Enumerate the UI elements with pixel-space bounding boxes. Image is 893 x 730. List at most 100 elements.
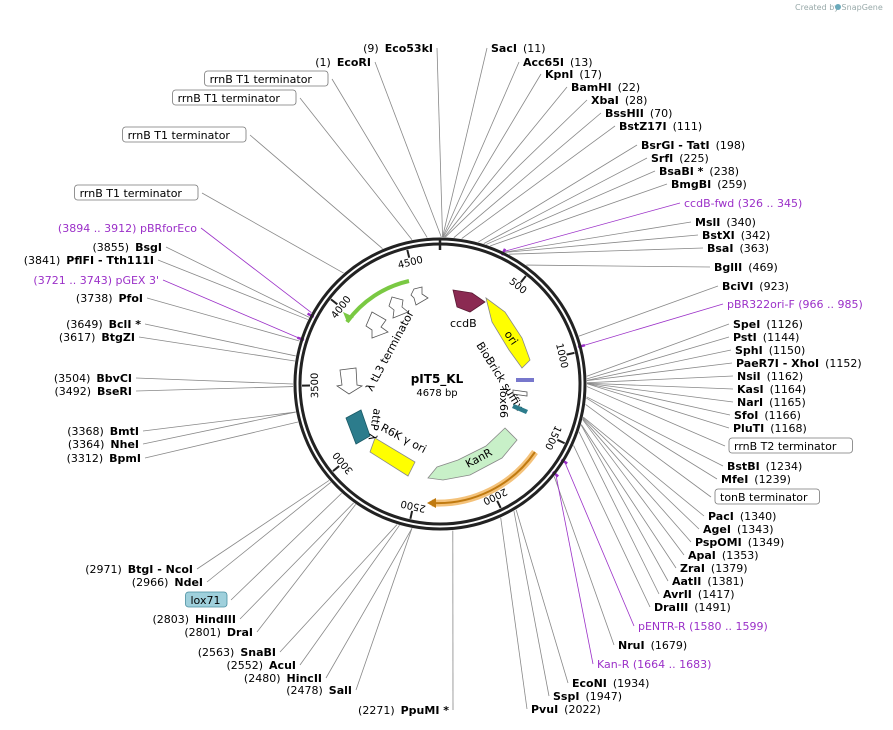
restriction-site-label[interactable]: MslI(340)	[695, 216, 756, 229]
restriction-site-label[interactable]: (2552)AcuI	[226, 659, 296, 672]
enzyme-name: SnaBI	[240, 646, 276, 659]
restriction-site-label[interactable]: (3492)BseRI	[54, 385, 132, 398]
primer-label[interactable]: pENTR-R (1580 .. 1599)	[638, 620, 768, 633]
restriction-site-label[interactable]: DraIII(1491)	[654, 601, 731, 614]
feature-label[interactable]: rrnB T1 terminator	[178, 92, 281, 105]
restriction-site-label[interactable]: BamHI(22)	[571, 81, 640, 94]
restriction-site-label[interactable]: AvrII(1417)	[663, 588, 734, 601]
leader-line	[586, 362, 733, 382]
site-position: (1381)	[707, 575, 744, 588]
restriction-site-label[interactable]: ApaI(1353)	[688, 549, 758, 562]
restriction-site-label[interactable]: (2271)PpuMI *	[358, 704, 449, 717]
restriction-site-label[interactable]: (2480)HincII	[244, 672, 322, 685]
primer-label[interactable]: Kan-R (1664 .. 1683)	[597, 658, 711, 671]
restriction-site-label[interactable]: Acc65I(13)	[523, 56, 593, 69]
restriction-site-label[interactable]: (3312)BpmI	[67, 452, 141, 465]
primer-label[interactable]: pBR322ori-F (966 .. 985)	[727, 298, 863, 311]
restriction-site-label[interactable]: (2971)BtgI - NcoI	[85, 563, 193, 576]
restriction-site-label[interactable]: (2478)SalI	[286, 684, 352, 697]
primer-label[interactable]: (3721 .. 3743) pGEX 3'	[33, 274, 159, 287]
primer-label[interactable]: (3894 .. 3912) pBRforEco	[58, 222, 197, 235]
restriction-site-label[interactable]: BmgBI(259)	[671, 178, 747, 191]
restriction-site-label[interactable]: BglII(469)	[714, 261, 778, 274]
restriction-site-label[interactable]: ZraI(1379)	[680, 562, 748, 575]
restriction-site-label[interactable]: AatII(1381)	[672, 575, 744, 588]
restriction-site-label[interactable]: (2803)HindIII	[152, 613, 236, 626]
restriction-site-label[interactable]: SfoI(1166)	[734, 409, 801, 422]
rrnB-t1-arrow-icon	[343, 312, 354, 322]
restriction-site-label[interactable]: (3855)BsgI	[93, 241, 162, 254]
feature-lox66[interactable]: lox66	[497, 388, 528, 418]
primer-label[interactable]: ccdB-fwd (326 .. 345)	[684, 197, 802, 210]
feature-kanr[interactable]: KanR	[427, 427, 518, 481]
restriction-site-label[interactable]: (3649)BclI *	[66, 318, 141, 331]
terminator-small-arrow-1-icon	[365, 311, 389, 339]
feature-label[interactable]: rrnB T1 terminator	[210, 73, 313, 86]
feature-ori[interactable]: ori	[485, 297, 531, 369]
restriction-site-label[interactable]: NruI(1679)	[618, 639, 687, 652]
site-position: (1)	[315, 56, 331, 69]
restriction-site-label[interactable]: (1)EcoRI	[315, 56, 371, 69]
restriction-site-label[interactable]: BstXI(342)	[702, 229, 770, 242]
site-position: (3649)	[66, 318, 103, 331]
restriction-site-label[interactable]: BstBI(1234)	[727, 460, 802, 473]
restriction-site-label[interactable]: PaeR7I - XhoI(1152)	[736, 357, 862, 370]
restriction-site-label[interactable]: NarI(1165)	[737, 396, 806, 409]
feature-label[interactable]: lox71	[191, 594, 221, 607]
enzyme-name: NdeI	[174, 576, 203, 589]
feature-label[interactable]: rrnB T1 terminator	[128, 129, 231, 142]
restriction-site-label[interactable]: XbaI(28)	[591, 94, 647, 107]
restriction-site-label[interactable]: BstZ17I(111)	[619, 120, 702, 133]
restriction-site-label[interactable]: PluTI(1168)	[733, 422, 807, 435]
feature-attP[interactable]: attP λ	[345, 407, 384, 445]
restriction-site-label[interactable]: KpnI(17)	[545, 68, 602, 81]
restriction-site-label[interactable]: SrfI(225)	[651, 152, 709, 165]
feature-label[interactable]: tonB terminator	[720, 491, 808, 504]
restriction-site-label[interactable]: SspI(1947)	[553, 690, 622, 703]
restriction-site-label[interactable]: SacI(11)	[491, 42, 546, 55]
restriction-site-label[interactable]: BciVI(923)	[722, 280, 789, 293]
restriction-site-label[interactable]: AgeI(1343)	[703, 523, 774, 536]
site-position: (11)	[523, 42, 546, 55]
restriction-site-label[interactable]: (3841)PflFI - Tth111I	[24, 254, 154, 267]
restriction-site-label[interactable]: BsrGI - TatI(198)	[641, 139, 745, 152]
site-position: (3738)	[76, 292, 113, 305]
leader-line	[505, 234, 699, 253]
restriction-site-label[interactable]: BsaI(363)	[707, 242, 769, 255]
site-position: (1947)	[585, 690, 622, 703]
scale-tick	[409, 510, 414, 520]
restriction-site-label[interactable]: PacI(1340)	[708, 510, 776, 523]
restriction-site-label[interactable]: BsaBI *(238)	[659, 165, 739, 178]
feature-label[interactable]: rrnB T2 terminator	[734, 440, 837, 453]
restriction-site-label[interactable]: PspOMI (1349)	[695, 536, 784, 549]
restriction-site-label[interactable]: EcoNI(1934)	[572, 677, 649, 690]
restriction-site-label[interactable]: (3504)BbvCI	[54, 372, 132, 385]
restriction-site-label[interactable]: BssHII(70)	[605, 107, 672, 120]
restriction-site-label[interactable]: (3617)BtgZI	[59, 331, 135, 344]
restriction-site-label[interactable]: PstI(1144)	[733, 331, 799, 344]
enzyme-name: PspOMI	[695, 536, 742, 549]
leader-line	[442, 73, 542, 238]
restriction-site-label[interactable]: KasI(1164)	[737, 383, 806, 396]
restriction-site-label[interactable]: SpeI(1126)	[733, 318, 803, 331]
restriction-site-label[interactable]: PvuI(2022)	[531, 703, 601, 716]
leader-line	[586, 397, 718, 480]
restriction-site-label[interactable]: (2563)SnaBI	[198, 646, 276, 659]
leader-line	[453, 112, 602, 238]
feature-ccdB[interactable]: ccdB	[450, 289, 486, 330]
feature-label[interactable]: rrnB T1 terminator	[80, 187, 183, 200]
enzyme-name: SphI	[735, 344, 763, 357]
restriction-site-label[interactable]: (3368)BmtI	[67, 425, 139, 438]
site-position: (1349)	[748, 536, 785, 549]
restriction-site-label[interactable]: (2966)NdeI	[132, 576, 203, 589]
restriction-site-label[interactable]: (9)Eco53kI	[363, 42, 433, 55]
restriction-site-label[interactable]: SphI(1150)	[735, 344, 805, 357]
scale-tick-label: 3500	[310, 373, 321, 399]
restriction-site-label[interactable]: NsiI(1162)	[737, 370, 803, 383]
restriction-site-label[interactable]: (3364)NheI	[68, 438, 139, 451]
leader-line	[513, 510, 550, 697]
leader-line	[508, 247, 704, 255]
restriction-site-label[interactable]: (2801)DraI	[184, 626, 253, 639]
restriction-site-label[interactable]: MfeI(1239)	[721, 473, 791, 486]
restriction-site-label[interactable]: (3738)PfoI	[76, 292, 143, 305]
